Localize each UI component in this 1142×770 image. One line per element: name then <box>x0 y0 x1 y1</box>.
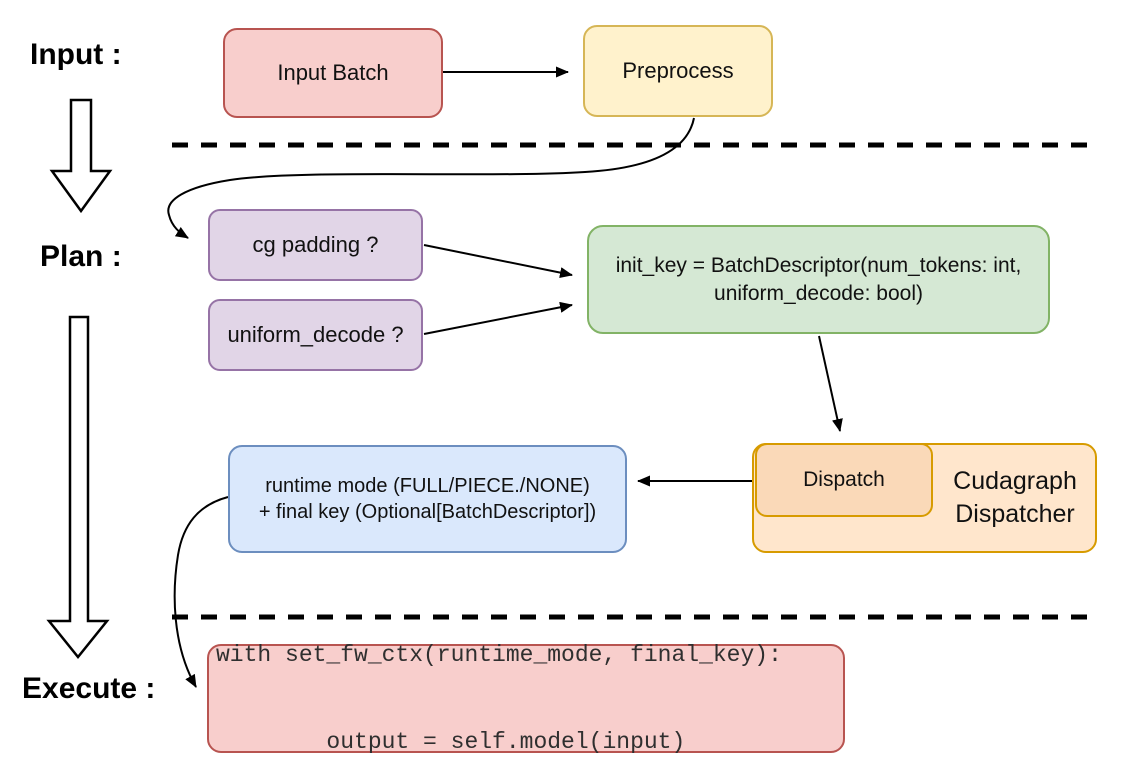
node-init-key-line2: uniform_decode: bool) <box>714 281 923 305</box>
edge-preprocess-to-cgpadding <box>167 117 695 239</box>
node-runtime-mode-line2: + final key (Optional[BatchDescriptor]) <box>258 501 597 523</box>
node-dispatch: Dispatch <box>755 443 933 517</box>
node-dispatch-label: Dispatch <box>803 468 885 492</box>
node-preprocess-label: Preprocess <box>622 58 734 84</box>
cudagraph-dispatcher-line1: Cudagraph <box>953 467 1077 495</box>
node-cg-padding: cg padding ? <box>208 209 423 281</box>
stage-label-input: Input : <box>30 38 122 71</box>
input-to-plan-arrow-icon <box>49 98 113 214</box>
execute-code-line1: with set_fw_ctx(runtime_mode, final_key)… <box>216 641 782 668</box>
node-input-batch: Input Batch <box>223 28 443 118</box>
node-uniform-decode-label: uniform_decode ? <box>227 322 404 348</box>
node-runtime-mode-line1: runtime mode (FULL/PIECE./NONE) <box>265 474 590 497</box>
execute-code-line2: output = self.model(input) <box>216 728 686 755</box>
execute-code-text: with set_fw_ctx(runtime_mode, final_key)… <box>209 583 782 770</box>
cudagraph-dispatcher-line2: Dispatcher <box>955 500 1075 528</box>
stage-label-plan: Plan : <box>40 240 122 273</box>
node-input-batch-label: Input Batch <box>277 60 389 86</box>
node-cg-padding-label: cg padding ? <box>252 232 379 258</box>
node-cudagraph-dispatcher-label: Cudagraph Dispatcher <box>933 443 1097 553</box>
node-uniform-decode: uniform_decode ? <box>208 299 423 371</box>
node-init-key-line1: init_key = BatchDescriptor(num_tokens: i… <box>615 253 1022 277</box>
stage-label-execute: Execute : <box>22 672 156 705</box>
plan-to-execute-arrow-icon <box>46 315 110 659</box>
edge-runtimemode-to-executecode <box>173 496 229 688</box>
node-init-key: init_key = BatchDescriptor(num_tokens: i… <box>587 225 1050 334</box>
edge-uniformdecode-to-initkey <box>423 301 573 335</box>
node-runtime-mode: runtime mode (FULL/PIECE./NONE) + final … <box>228 445 627 553</box>
node-preprocess: Preprocess <box>583 25 773 117</box>
edge-cgpadding-to-initkey <box>423 244 573 279</box>
node-execute-code: with set_fw_ctx(runtime_mode, final_key)… <box>207 642 845 755</box>
edge-initkey-to-dispatch <box>818 335 843 432</box>
